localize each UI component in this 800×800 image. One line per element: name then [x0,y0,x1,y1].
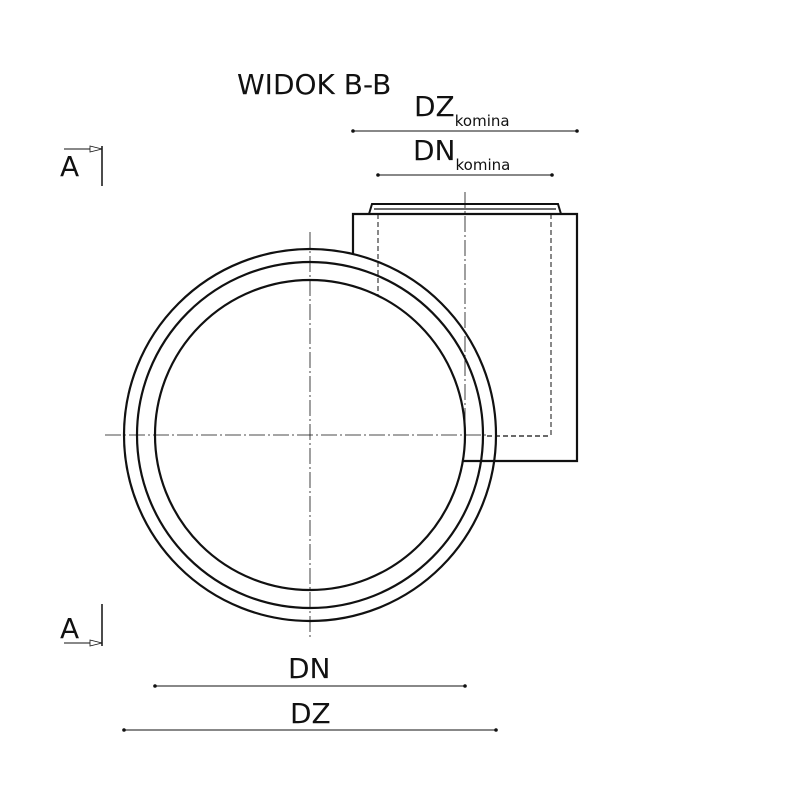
dimension-dn-label: DN [288,652,331,685]
section-mark-bottom-arrowhead [89,639,103,647]
dimension-dz-komina-label: DZkomina [414,90,510,130]
chimney [351,192,579,463]
dimension-dz-tick-left [122,728,126,732]
dimension-dz-komina-tick-right [575,129,579,133]
dimension-dz-komina-tick-left [351,129,355,133]
section-mark-bottom: A [60,604,103,647]
dimension-dn-komina: DNkomina [376,134,554,177]
section-mark-top-arrowhead [89,145,103,153]
dimension-dn-komina-tick-left [376,173,380,177]
dimension-dn-tick-left [153,684,157,688]
section-mark-top-label: A [60,150,79,183]
dimension-dz-tick-right [494,728,498,732]
dimension-dn-komina-tick-right [550,173,554,177]
section-mark-top: A [60,145,103,186]
dimension-dn-tick-right [463,684,467,688]
dimension-dn: DN [153,652,467,688]
view-title: WIDOK B-B [237,68,391,101]
dimension-dn-komina-label: DNkomina [413,134,510,174]
dimension-dz-komina: DZkomina [351,90,579,133]
chimney-outline [351,212,579,463]
section-mark-bottom-label: A [60,612,79,645]
dimension-dz: DZ [122,697,498,732]
dimension-dz-label: DZ [290,697,331,730]
